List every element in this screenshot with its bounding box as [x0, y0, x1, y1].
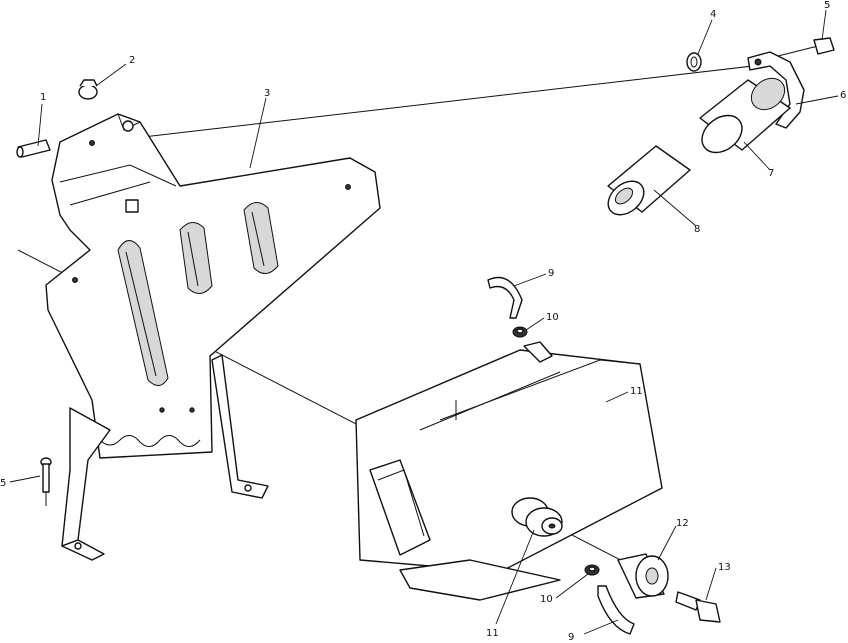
strap-upper-part	[487, 276, 523, 319]
callout-11-upper: 11	[630, 386, 643, 397]
callout-8: 8	[694, 224, 700, 235]
strap-lower-part	[597, 585, 635, 635]
callout-2: 2	[129, 55, 135, 66]
callout-13: 13	[718, 562, 731, 573]
callout-5-lower: 5	[0, 478, 6, 489]
callout-7: 7	[768, 168, 774, 179]
callout-9-upper: 9	[548, 268, 554, 279]
bracket-plate	[45, 113, 381, 561]
callout-4: 4	[710, 9, 716, 20]
nut-upper-part	[512, 326, 528, 338]
bolt-upper-part	[777, 37, 835, 57]
clamp-bracket-part	[747, 51, 805, 129]
callout-10-upper: 10	[546, 312, 559, 323]
bolt-13-part	[675, 591, 721, 623]
callout-5-upper: 5	[824, 0, 830, 11]
callout-1: 1	[40, 92, 46, 103]
sleeve-part	[607, 145, 691, 216]
bushing-part	[617, 553, 669, 599]
clamp-ring-part	[686, 52, 702, 72]
assembly-line-upper	[91, 63, 771, 144]
callout-11-lower: 11	[486, 628, 499, 639]
callout-10-lower: 10	[540, 594, 553, 605]
nut-lower-part	[584, 564, 600, 576]
callout-6: 6	[840, 90, 846, 101]
leader-lines	[9, 9, 839, 635]
pin-part	[16, 139, 51, 158]
callout-3: 3	[264, 88, 270, 99]
grommet-part	[78, 79, 98, 100]
callout-9-lower: 9	[568, 632, 574, 643]
cylinder-part	[699, 77, 791, 154]
callout-12: 12	[676, 518, 689, 529]
bolt-lower-part	[40, 457, 52, 506]
control-module-part	[355, 341, 663, 601]
